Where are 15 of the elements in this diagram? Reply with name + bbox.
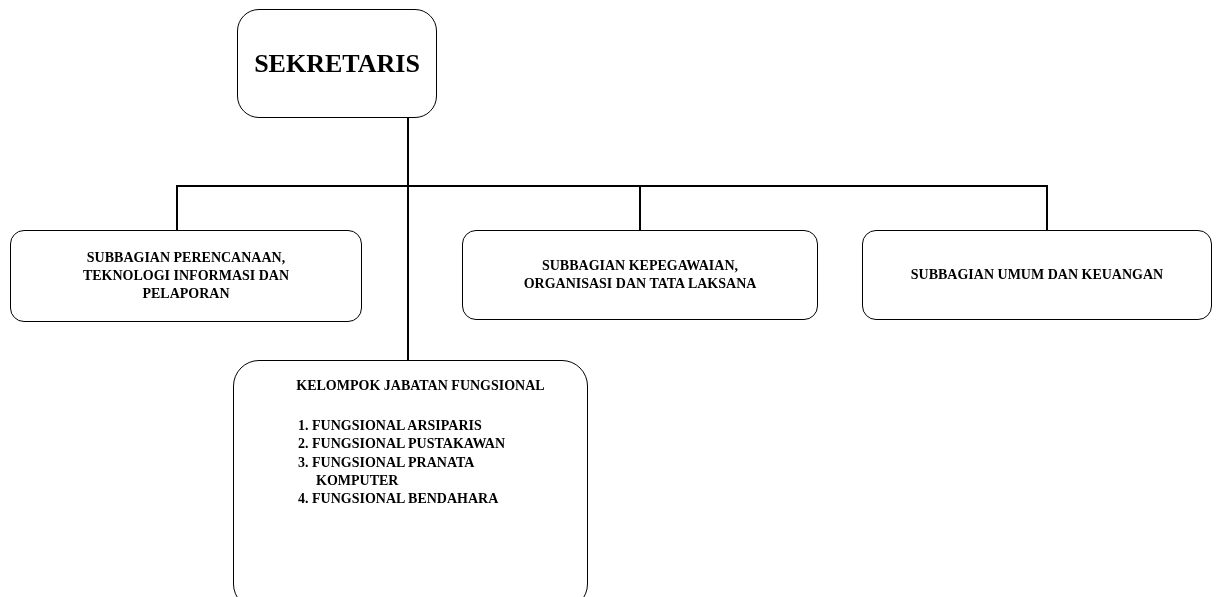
list-item: 2. FUNGSIONAL PUSTAKAWAN: [297, 435, 507, 454]
connector-line: [407, 117, 409, 361]
unit-title: KELOMPOK JABATAN FUNGSIONAL: [296, 377, 545, 395]
unit-box: [10, 230, 362, 322]
unit-title: SUBBAGIAN KEPEGAWAIAN, ORGANISASI DAN TATA LAKSANA: [522, 256, 758, 293]
list-item: 4. FUNGSIONAL BENDAHARA: [297, 489, 500, 508]
unit-box: [862, 230, 1212, 320]
list-item: 1. FUNGSIONAL ARSIPARIS: [297, 417, 483, 436]
unit-title: SUBBAGIAN UMUM DAN KEUANGAN: [910, 265, 1164, 284]
list-item: 3. FUNGSIONAL PRANATA KOMPUTER: [297, 453, 475, 490]
unit-title: SEKRETARIS: [254, 47, 420, 80]
unit-box: [462, 230, 818, 320]
unit-box: [233, 360, 588, 597]
head-box: [237, 9, 437, 118]
unit-title: SUBBAGIAN PERENCANAAN, TEKNOLOGI INFORMASI DAN PELAPORAN: [81, 248, 291, 304]
